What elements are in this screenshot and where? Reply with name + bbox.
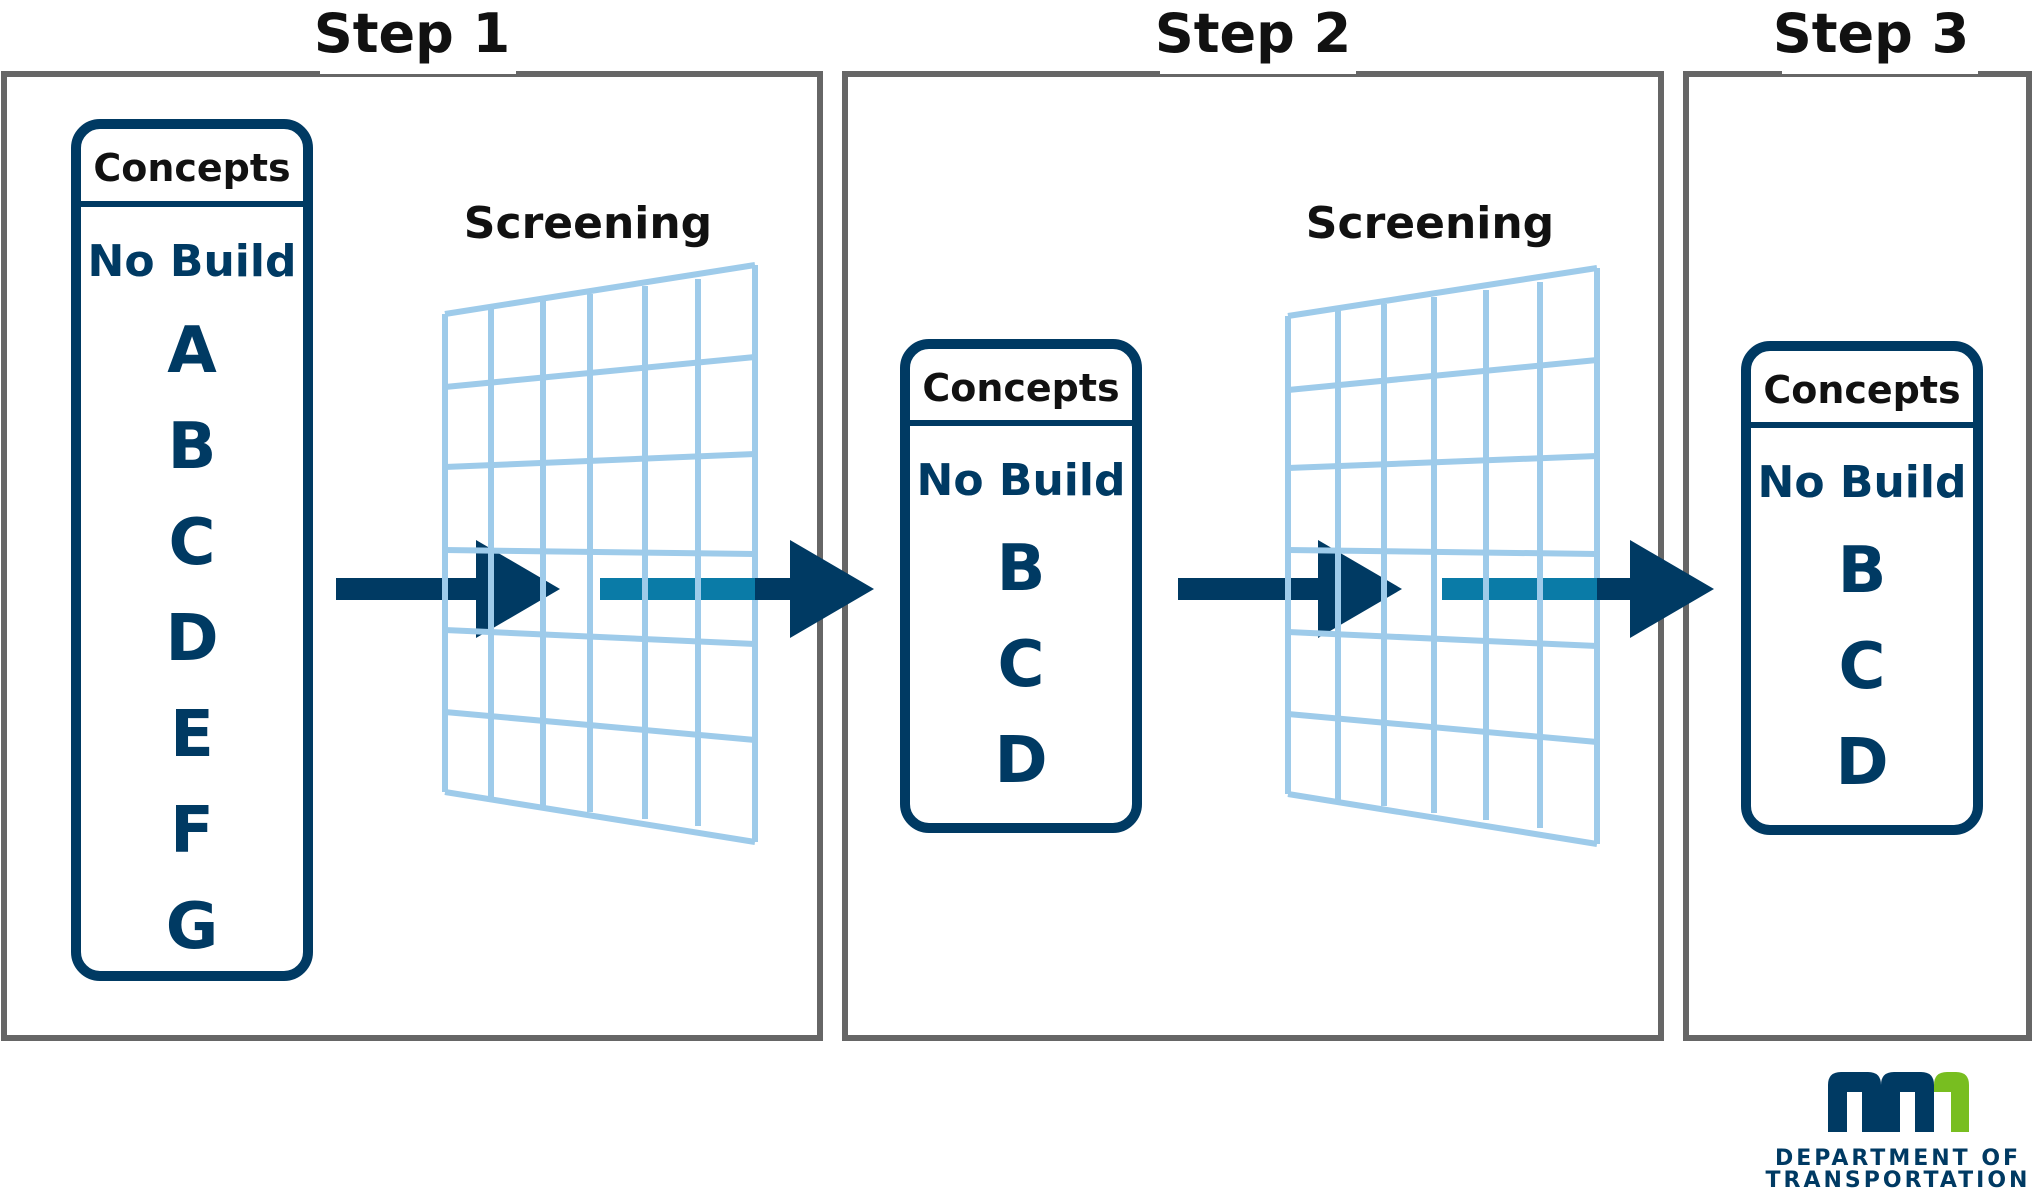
concept-item: C (169, 506, 216, 580)
concept-item: D (1835, 726, 1888, 800)
concept-item: D (165, 602, 218, 676)
concept-item: A (167, 314, 217, 388)
concept-item: F (170, 794, 214, 868)
screening-grid-2 (1285, 265, 1600, 847)
arrow-out-1 (600, 540, 874, 638)
step-3-title: Step 3 (1773, 2, 1969, 65)
arrow-out-2 (1442, 540, 1714, 638)
no-build-label: No Build (1758, 457, 1967, 508)
concept-item: C (998, 628, 1045, 702)
concepts-heading: Concepts (1763, 368, 1960, 412)
concept-item: C (1839, 630, 1886, 704)
screening-grid-1 (442, 262, 758, 845)
screening-label-2: Screening (1306, 198, 1554, 249)
no-build-label: No Build (88, 236, 297, 287)
no-build-label: No Build (917, 455, 1126, 506)
concept-item: D (994, 724, 1047, 798)
arrow-in-1 (336, 540, 560, 638)
concept-item: B (997, 532, 1046, 606)
concept-item: B (1838, 534, 1887, 608)
concept-item: E (170, 698, 214, 772)
logo-text-line1: DEPARTMENT OF (1775, 1146, 2021, 1171)
screening-label-1: Screening (464, 198, 712, 249)
logo-text-line2: TRANSPORTATION (1766, 1168, 2031, 1190)
concepts-box-step-2: Concepts No Build B C D (900, 339, 1142, 833)
mn-logo-icon (1828, 1072, 1969, 1132)
concepts-heading: Concepts (922, 366, 1119, 410)
concept-item: G (166, 890, 219, 964)
concepts-box-step-1: Concepts No Build A B C D E F G (71, 119, 313, 981)
concepts-heading: Concepts (93, 146, 290, 190)
step-1-title: Step 1 (314, 2, 510, 65)
concept-item: B (168, 410, 217, 484)
concepts-box-step-3: Concepts No Build B C D (1741, 341, 1983, 835)
step-2-title: Step 2 (1155, 2, 1351, 65)
